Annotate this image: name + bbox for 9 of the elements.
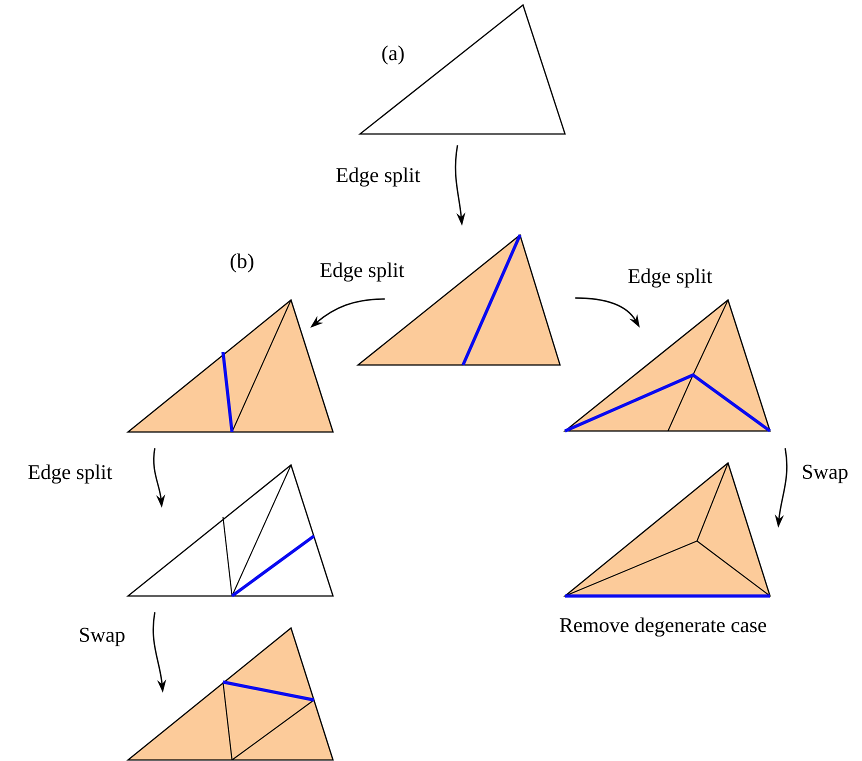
edge-label: Swap (800, 464, 850, 484)
node-label: (b) (230, 253, 254, 273)
edge-label: Edge split (318, 261, 406, 283)
edge-label: Edge split (26, 463, 114, 485)
node-label: (a) (382, 45, 404, 65)
edge-label: Edge split (334, 166, 422, 188)
edge-label: Swap (78, 626, 126, 648)
node-label: Remove degenerate case (560, 617, 766, 637)
edge-label: Edge split (626, 267, 714, 289)
